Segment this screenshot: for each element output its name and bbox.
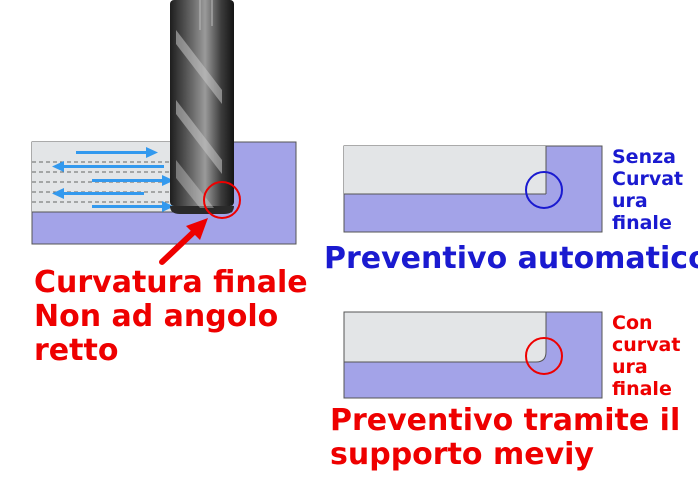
automatic-title: Preventivo automatico bbox=[324, 241, 698, 276]
left-caption-line1: Curvatura finale bbox=[34, 265, 308, 300]
feed-arrows bbox=[52, 147, 174, 212]
left-caption-line3: retto bbox=[34, 333, 119, 368]
auto-corner-highlight bbox=[525, 171, 563, 209]
left-caption-line2: Non ad angolo bbox=[34, 299, 279, 334]
automatic-note-line: finale bbox=[612, 212, 672, 234]
meviy-note-line: ura bbox=[612, 356, 648, 378]
meviy-note-line: curvat bbox=[612, 334, 681, 356]
meviy-note-line: Con bbox=[612, 312, 653, 334]
automatic-note-line: Senza bbox=[612, 146, 676, 168]
meviy-note-line: finale bbox=[612, 378, 672, 400]
left-corner-highlight bbox=[203, 181, 241, 219]
meviy-title: Preventivo tramite il supporto meviy bbox=[330, 404, 690, 472]
red-pointer-arrow bbox=[159, 218, 208, 265]
automatic-note: Senza Curvat ura finale bbox=[612, 146, 698, 234]
automatic-note-line: Curvat bbox=[612, 168, 684, 190]
automatic-diagram bbox=[343, 145, 603, 233]
left-caption: Curvatura finale Non ad angolo retto bbox=[34, 266, 324, 368]
meviy-title-line1: Preventivo tramite il bbox=[330, 403, 681, 438]
end-mill-tool bbox=[170, 0, 234, 214]
automatic-note-line: ura bbox=[612, 190, 648, 212]
meviy-note: Con curvat ura finale bbox=[612, 312, 698, 400]
meviy-diagram bbox=[343, 311, 603, 399]
meviy-title-line2: supporto meviy bbox=[330, 437, 594, 472]
meviy-corner-highlight bbox=[525, 337, 563, 375]
workpiece-left bbox=[31, 141, 297, 245]
